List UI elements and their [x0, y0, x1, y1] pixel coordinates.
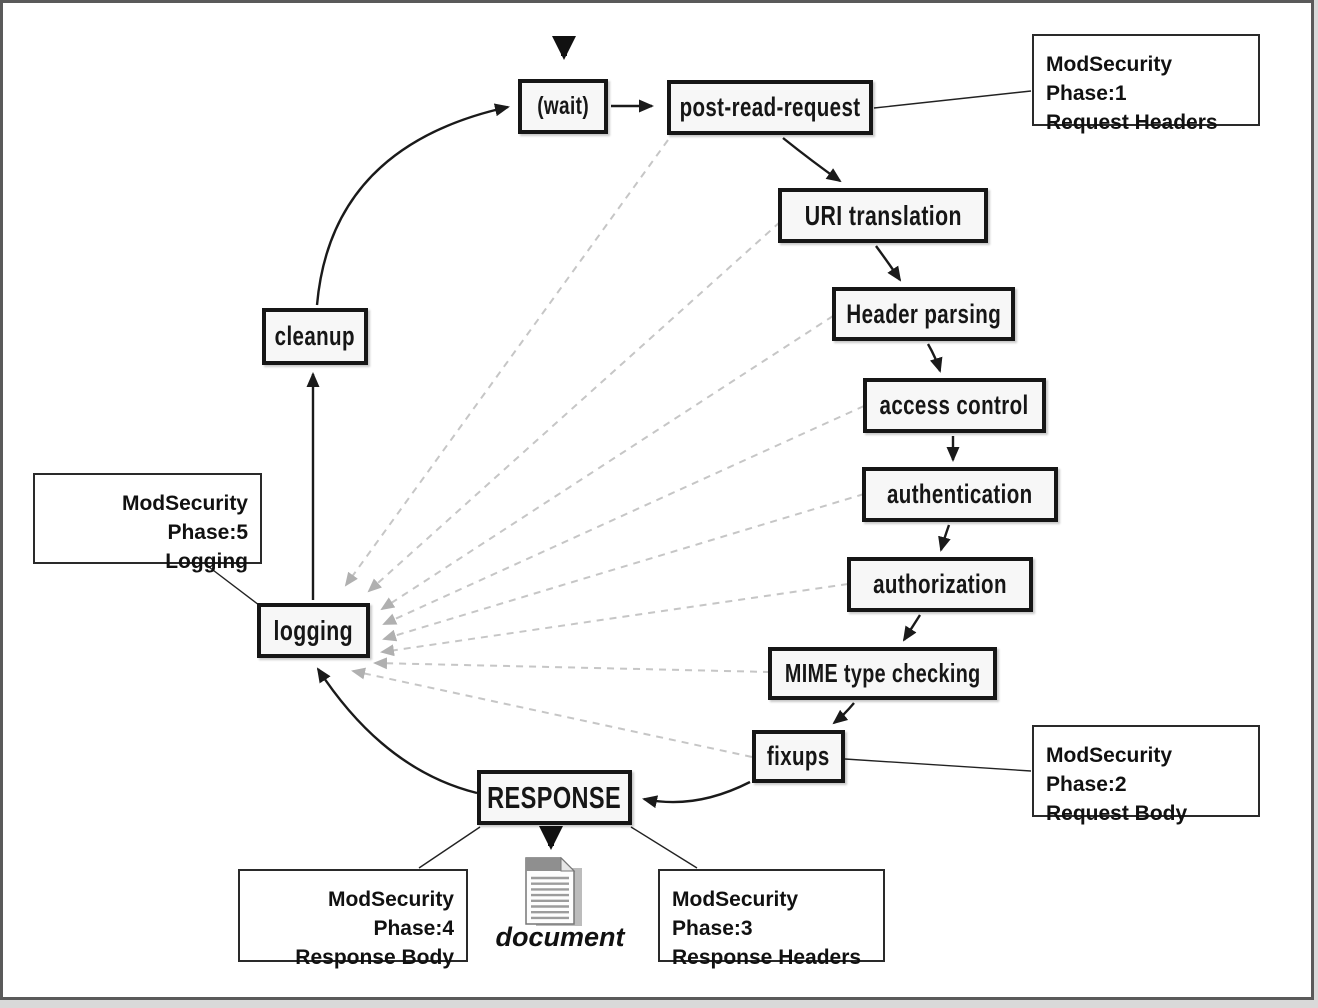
edge-mime-type-checking-to-fixups: [832, 702, 855, 725]
connector-phase1: [873, 90, 1032, 109]
node-cleanup-label: cleanup: [274, 321, 356, 351]
node-access-control: access control: [863, 378, 1046, 433]
node-wait: (wait): [518, 79, 608, 134]
node-post-read-request: post-read-request: [667, 80, 873, 135]
edge-fixups-to-response: [642, 780, 751, 809]
node-response: RESPONSE: [477, 770, 632, 825]
dashed-mime-type-checking-to-logging: [373, 657, 771, 673]
callout-phase3-line2: Response Headers: [672, 946, 862, 969]
node-authentication-label: authentication: [887, 479, 1033, 509]
callout-phase1-line1: ModSecurity Phase:1: [1046, 53, 1173, 105]
document-label: document: [495, 922, 625, 952]
node-authorization: authorization: [847, 557, 1033, 612]
callout-phase1-line2: Request Headers: [1046, 111, 1218, 134]
dashed-uri-translation-to-logging: [367, 221, 781, 593]
node-response-label: RESPONSE: [487, 779, 622, 815]
edge-response-to-logging: [316, 667, 478, 795]
dashed-post-read-request-to-logging: [344, 139, 669, 587]
document-icon: [525, 856, 582, 926]
node-fixups: fixups: [752, 730, 845, 783]
node-authorization-label: authorization: [873, 569, 1007, 599]
callout-phase2-line1: ModSecurity Phase:2: [1046, 744, 1173, 796]
dashed-header-parsing-to-logging: [380, 315, 834, 611]
dashed-fixups-to-logging: [351, 667, 753, 758]
node-header-parsing-label: Header parsing: [846, 298, 1001, 329]
callout-phase5-line2: Logging: [165, 550, 248, 573]
edge-header-parsing-to-access-control: [926, 343, 943, 373]
connector-phase5: [204, 563, 260, 606]
node-header-parsing: Header parsing: [832, 287, 1015, 341]
callout-phase2: ModSecurity Phase:2 Request Body: [1032, 725, 1260, 825]
edge-post-read-request-to-uri-translation: [782, 137, 842, 183]
edge-cleanup-to-wait: [315, 103, 510, 306]
node-post-read-request-label: post-read-request: [679, 92, 861, 122]
node-logging-label: logging: [273, 614, 354, 646]
callout-phase3-line1: ModSecurity Phase:3: [672, 888, 799, 940]
dashed-authentication-to-logging: [382, 493, 865, 642]
node-wait-label: (wait): [537, 92, 589, 120]
callout-phase4-line1: ModSecurity Phase:4: [327, 888, 454, 940]
node-cleanup: cleanup: [262, 308, 368, 365]
connector-phase2: [844, 758, 1032, 772]
node-access-control-label: access control: [879, 390, 1030, 420]
node-mime-type-checking-label: MIME type checking: [784, 658, 981, 688]
callout-phase5: ModSecurity Phase:5 Logging: [33, 473, 262, 573]
node-fixups-label: fixups: [767, 741, 830, 771]
node-logging: logging: [257, 603, 370, 658]
node-authentication: authentication: [862, 467, 1058, 522]
edge-authentication-to-authorization: [938, 524, 951, 552]
callout-phase3: ModSecurity Phase:3 Response Headers: [658, 869, 885, 969]
dashed-authorization-to-logging: [380, 583, 849, 657]
node-uri-translation: URI translation: [778, 188, 988, 243]
callout-phase4-line2: Response Body: [295, 946, 454, 969]
callout-phase1: ModSecurity Phase:1 Request Headers: [1032, 34, 1260, 134]
edge-uri-translation-to-header-parsing: [875, 245, 902, 282]
callout-phase2-line2: Request Body: [1046, 802, 1188, 825]
node-mime-type-checking: MIME type checking: [768, 647, 997, 700]
callout-phase4: ModSecurity Phase:4 Response Body: [238, 869, 468, 969]
connector-phase3: [630, 826, 698, 869]
connector-phase4: [418, 826, 481, 869]
node-uri-translation-label: URI translation: [804, 199, 962, 231]
edge-authorization-to-mime-type-checking: [902, 614, 922, 642]
dashed-access-control-to-logging: [382, 405, 865, 625]
callout-phase5-line1: ModSecurity Phase:5: [121, 492, 248, 544]
